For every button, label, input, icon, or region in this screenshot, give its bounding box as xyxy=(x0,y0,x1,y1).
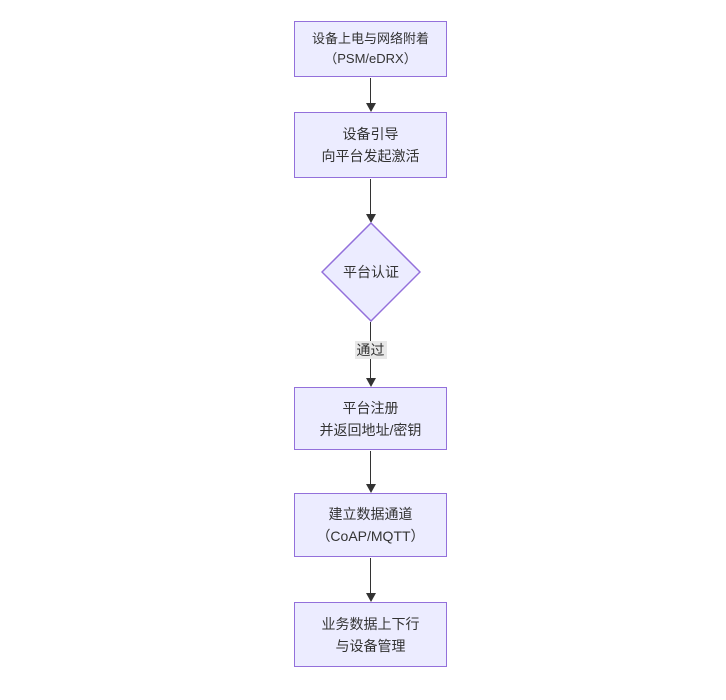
node-label-line: （CoAP/MQTT） xyxy=(316,528,425,544)
arrow-shaft xyxy=(370,179,371,216)
arrowhead-down-icon xyxy=(365,214,376,223)
arrow-shaft xyxy=(370,78,371,105)
arrowhead-down-icon xyxy=(365,593,376,602)
decision-platform-auth: 平台认证 xyxy=(321,222,421,322)
node-label-line: 并返回地址/密钥 xyxy=(319,421,422,438)
node-platform-register: 平台注册 并返回地址/密钥 xyxy=(294,387,447,450)
arrowhead-down-icon xyxy=(365,378,376,387)
node-power-network-attach: 设备上电与网络附着 （PSM/eDRX） xyxy=(294,21,447,77)
arrow-channel-to-business xyxy=(365,558,376,602)
arrow-shaft xyxy=(370,558,371,595)
arrow-bootstrap-to-auth xyxy=(365,179,376,223)
node-label-line: （PSM/eDRX） xyxy=(324,51,417,66)
node-label-line: 与设备管理 xyxy=(335,637,406,654)
node-label-line: 设备引导 xyxy=(342,126,399,142)
node-label-line: 建立数据通道 xyxy=(328,506,413,522)
arrowhead-down-icon xyxy=(365,484,376,493)
decision-label: 平台认证 xyxy=(343,264,399,280)
edge-label-pass: 通过 xyxy=(354,341,387,359)
arrow-auth-to-register: 通过 xyxy=(354,322,387,387)
arrowhead-down-icon xyxy=(365,103,376,112)
node-device-bootstrap: 设备引导 向平台发起激活 xyxy=(294,112,447,178)
node-label-line: 设备上电与网络附着 xyxy=(311,31,429,46)
arrow-power-to-bootstrap xyxy=(365,78,376,112)
arrow-shaft xyxy=(370,451,371,486)
node-label-line: 业务数据上下行 xyxy=(321,615,420,632)
arrow-register-to-channel xyxy=(365,451,376,493)
node-label-line: 平台注册 xyxy=(342,399,399,416)
node-business-data: 业务数据上下行 与设备管理 xyxy=(294,602,447,667)
node-label-line: 向平台发起激活 xyxy=(321,148,420,164)
diamond-shape xyxy=(321,222,421,322)
node-data-channel: 建立数据通道 （CoAP/MQTT） xyxy=(294,493,447,557)
